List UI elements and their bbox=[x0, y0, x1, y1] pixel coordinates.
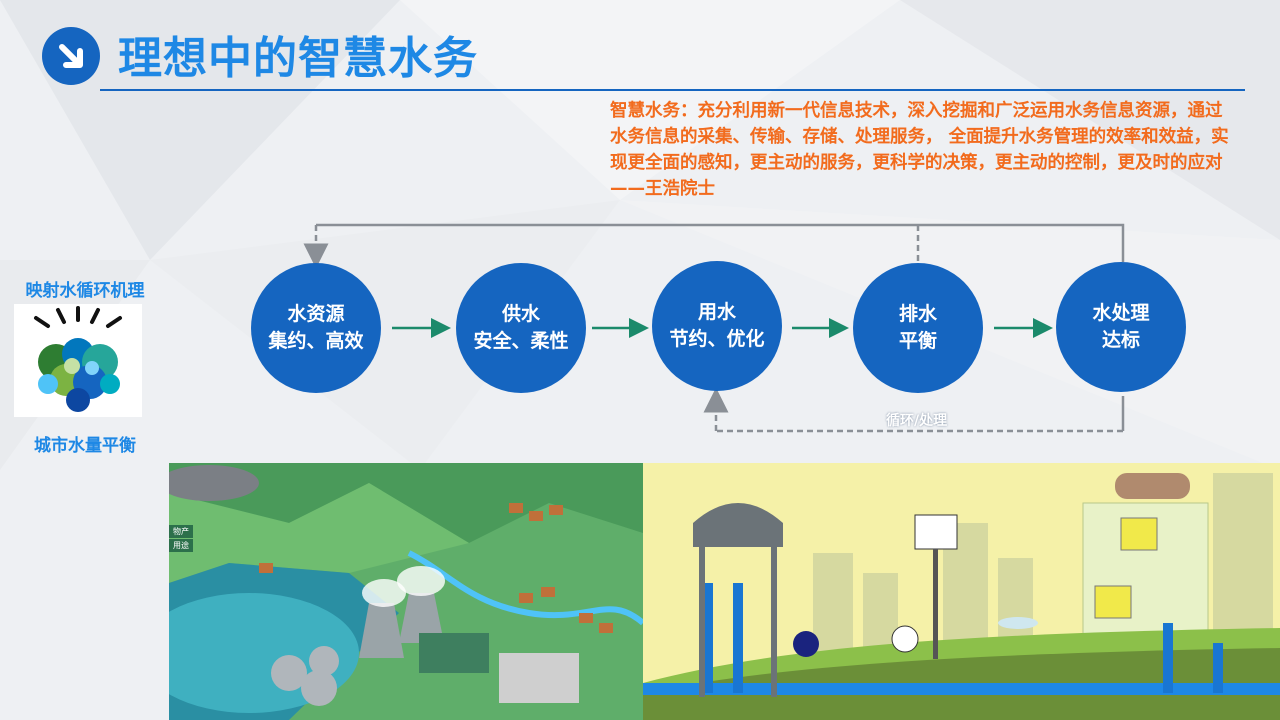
map-tag: 物产 bbox=[169, 525, 193, 538]
definition-quote: 智慧水务：充分利用新一代信息技术，深入挖掘和广泛运用水务信息资源，通过水务信息的… bbox=[610, 101, 1229, 199]
node-water-treatment: 水处理 达标 bbox=[1056, 262, 1186, 392]
node-drainage: 排水 平衡 bbox=[853, 263, 983, 393]
city-water-system-illustration bbox=[643, 463, 1280, 720]
node-water-supply: 供水 安全、柔性 bbox=[456, 263, 586, 393]
urban-water-balance-label: 城市水量平衡 bbox=[34, 436, 136, 456]
landscape-illustration: 物产 用途 bbox=[169, 463, 643, 720]
arrow-down-right-icon bbox=[42, 27, 100, 85]
node-water-use: 用水 节约、优化 bbox=[652, 261, 782, 391]
top-loop-line bbox=[316, 223, 1125, 262]
smart-water-logo bbox=[14, 304, 142, 417]
map-tag: 用途 bbox=[169, 539, 193, 552]
water-cycle-label: 映射水循环机理 bbox=[25, 281, 145, 301]
page-title: 理想中的智慧水务 bbox=[118, 33, 478, 84]
loop-label: 循环/处理 bbox=[886, 413, 948, 429]
title-underline bbox=[100, 89, 1245, 91]
node-water-resources: 水资源 集约、高效 bbox=[251, 263, 381, 393]
